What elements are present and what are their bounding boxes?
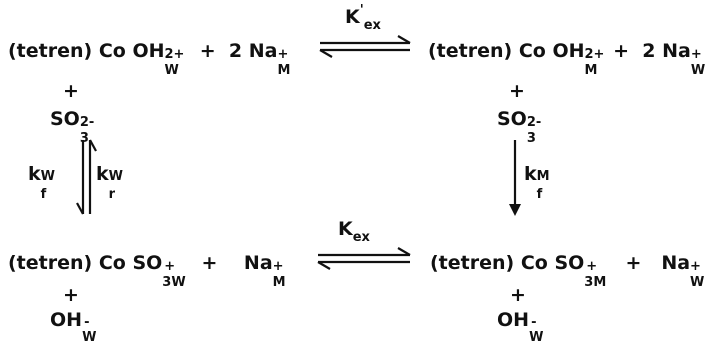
charge: +	[586, 259, 598, 274]
rate-subscript: f	[40, 187, 47, 202]
right-bottom-plus-sign: +	[510, 284, 526, 306]
plus-sign: +	[199, 40, 216, 62]
left-vertical-equilibrium-arrow	[76, 139, 97, 215]
charge: +	[277, 47, 289, 62]
charge: +	[272, 259, 284, 274]
plus-sign: +	[625, 252, 642, 274]
bottom-equilibrium-arrow	[317, 247, 411, 270]
plus-sign: +	[201, 252, 218, 274]
k-symbol: k	[96, 163, 109, 185]
sodium-ion: Na	[243, 252, 273, 274]
top-equilibrium-arrow	[319, 35, 411, 58]
rate-subscript: r	[108, 187, 116, 202]
ligand: OH	[132, 40, 165, 62]
phase-subscript: M	[584, 63, 598, 78]
phase-subscript: 3W	[162, 275, 186, 290]
sodium-ion: Na	[662, 40, 691, 62]
phase-superscript: M	[536, 169, 550, 184]
plus-sign: +	[613, 40, 630, 62]
charge: -	[84, 315, 90, 330]
bottom-left-complex: (tetren) Co SO+3W + Na+M	[8, 252, 287, 290]
phase-subscript: M	[277, 63, 291, 78]
constant-subscript: ex	[363, 18, 381, 33]
phase-superscript: W	[108, 169, 123, 184]
metal: Co	[518, 40, 546, 62]
bottom-equilibrium-constant: Kex	[338, 218, 370, 245]
arrows-layer	[76, 35, 521, 270]
charge: +	[164, 259, 176, 274]
metal: Co	[98, 252, 126, 274]
phase-subscript: W	[690, 275, 705, 290]
left-bottom-plus-sign: +	[63, 284, 79, 306]
ligand: SO	[132, 252, 163, 274]
sodium-ion: Na	[661, 252, 691, 274]
charge: +	[690, 47, 702, 62]
constant-subscript: ex	[352, 230, 370, 245]
charge: 2+	[164, 47, 185, 62]
ligand-prefix: (tetren)	[428, 40, 513, 62]
ligand: OH	[552, 40, 585, 62]
coefficient: 2	[228, 40, 243, 62]
phase-subscript: W	[690, 63, 706, 78]
phase-subscript: W	[82, 330, 97, 345]
phase-subscript: W	[164, 63, 179, 78]
right-forward-arrowhead	[509, 204, 521, 216]
rate-subscript: f	[536, 187, 543, 202]
ligand: SO	[554, 252, 585, 274]
ligand-prefix: (tetren)	[8, 252, 93, 274]
ligand-prefix: (tetren)	[430, 252, 515, 274]
sulfite-formula: SO	[50, 108, 80, 130]
phase-subscript: W	[529, 330, 544, 345]
formula-subscript: 3	[526, 131, 536, 146]
left-plus-sign: +	[63, 80, 79, 102]
ligand-prefix: (tetren)	[8, 40, 93, 62]
charge: -	[531, 315, 537, 330]
k-symbol: k	[28, 163, 41, 185]
prime: '	[359, 3, 364, 18]
charge: +	[690, 259, 701, 274]
k-symbol: K	[345, 6, 360, 28]
charge: 2-	[526, 115, 542, 130]
top-equilibrium-constant: K'ex	[345, 4, 381, 32]
hydroxide-formula: OH	[50, 309, 83, 331]
k-symbol: k	[524, 163, 537, 185]
phase-subscript: 3M	[584, 275, 607, 290]
metal: Co	[520, 252, 548, 274]
metal: Co	[98, 40, 126, 62]
sodium-ion: Na	[248, 40, 278, 62]
coefficient: 2	[642, 40, 656, 62]
charge: 2+	[584, 47, 605, 62]
right-plus-sign: +	[509, 80, 525, 102]
k-symbol: K	[338, 218, 353, 240]
sulfite-formula: SO	[497, 108, 527, 130]
phase-superscript: W	[40, 169, 55, 184]
charge: 2-	[79, 115, 95, 130]
phase-subscript: M	[272, 275, 286, 290]
hydroxide-formula: OH	[497, 309, 530, 331]
formula-subscript: 3	[79, 131, 89, 146]
bottom-right-complex: (tetren) Co SO+3M + Na+W	[430, 252, 704, 290]
